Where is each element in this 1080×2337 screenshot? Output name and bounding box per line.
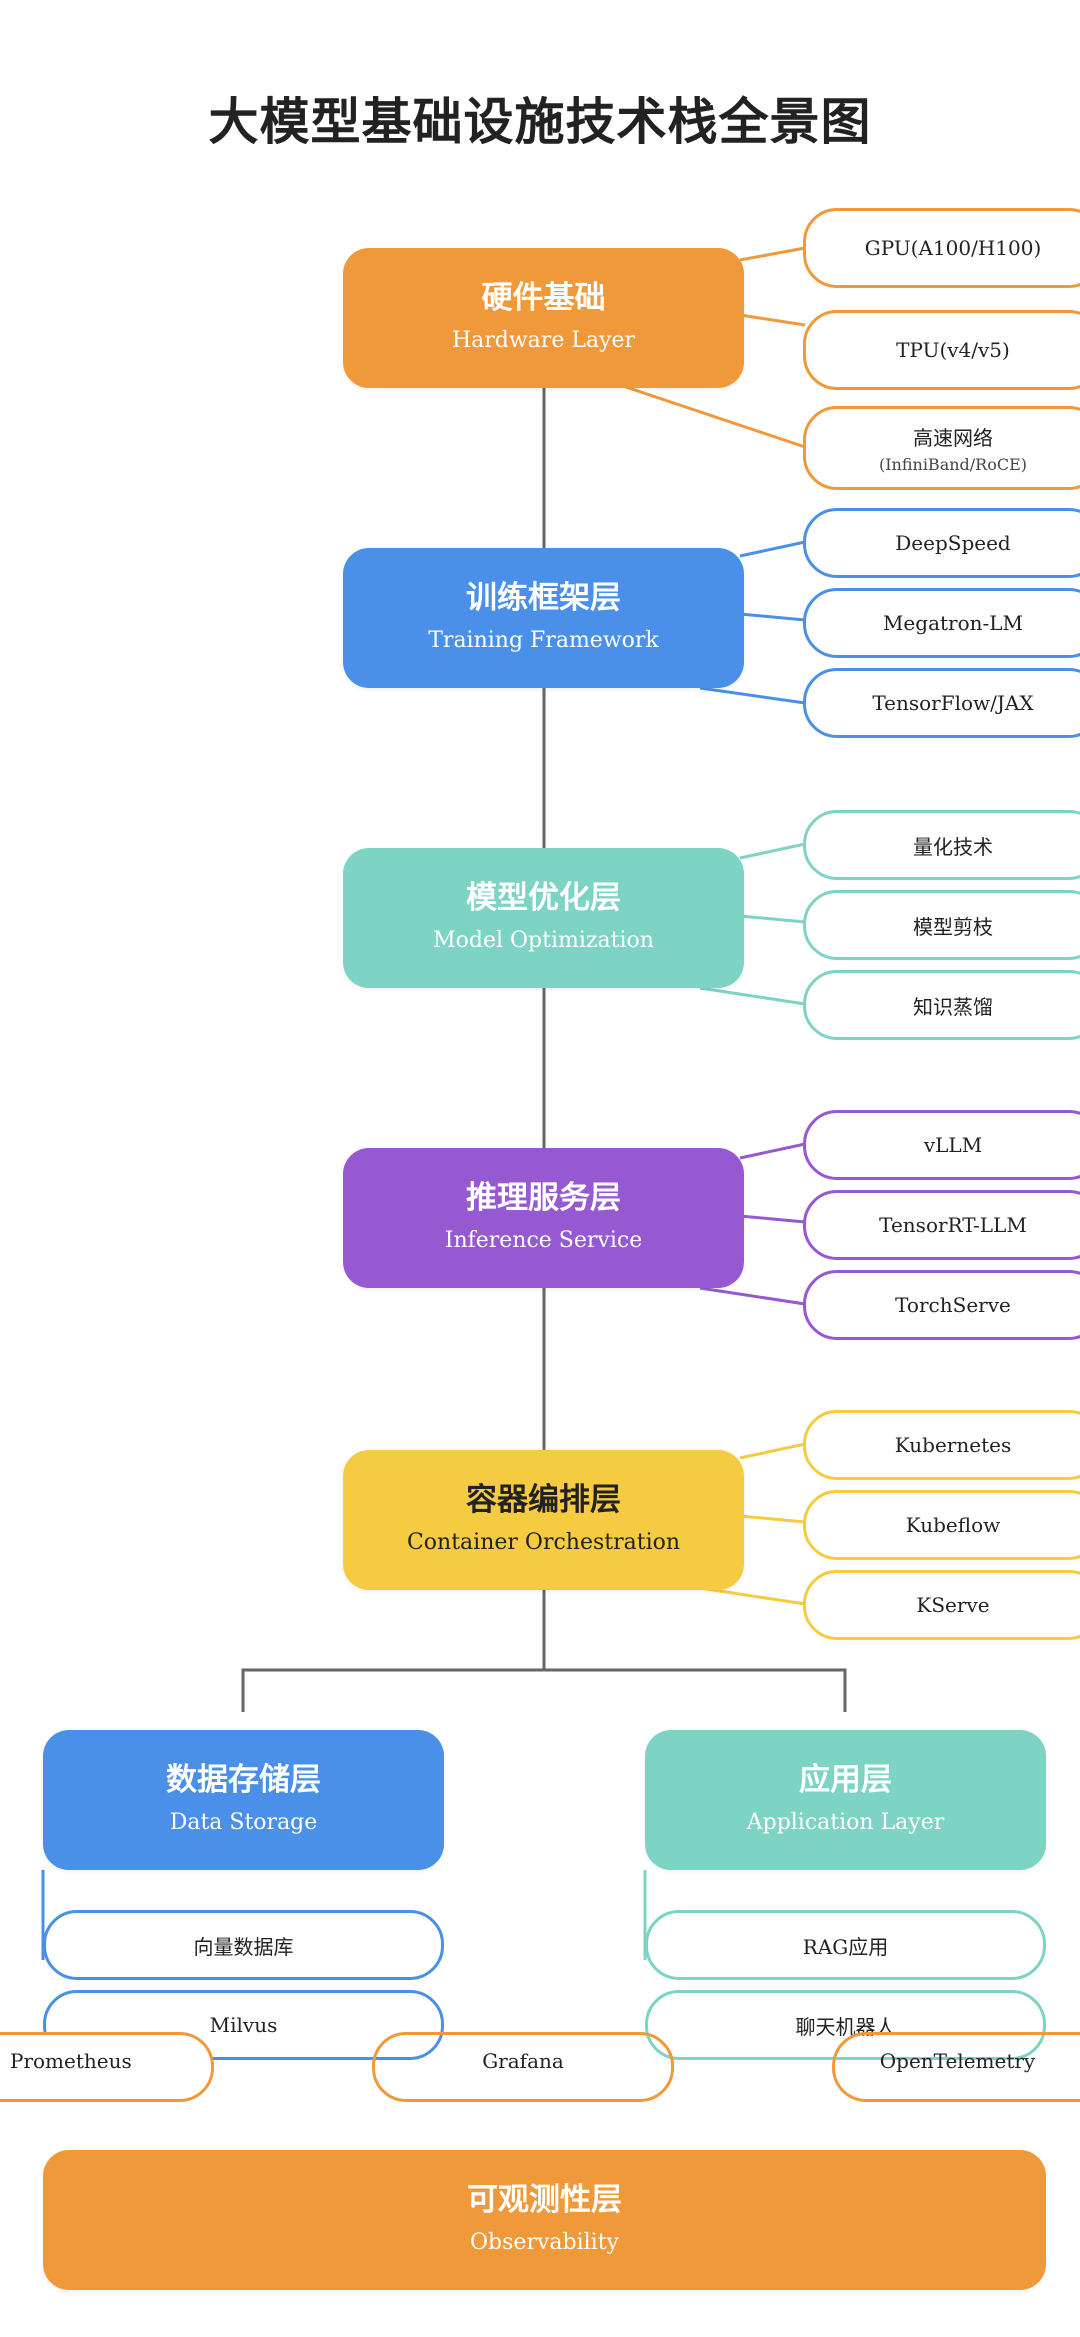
layer-title-zh: 容器编排层 (466, 1482, 621, 1518)
inference-item-tensorrt: TensorRT-LLM (803, 1190, 1080, 1260)
container-link-3 (699, 1586, 806, 1606)
training-item-deepspeed: DeepSpeed (803, 508, 1080, 578)
hardware-link-3 (619, 383, 806, 449)
inference-link-3 (699, 1286, 806, 1306)
inference-layer-box: 推理服务层 Inference Service (343, 1148, 744, 1288)
layer-title-en: Container Orchestration (406, 1530, 681, 1555)
layer-title-en: Inference Service (444, 1228, 643, 1253)
hardware-layer-box: 硬件基础 Hardware Layer (343, 248, 744, 388)
container-item-kserve: KServe (803, 1570, 1080, 1640)
container-link-2 (739, 1514, 806, 1524)
branch-line (241, 1668, 847, 1712)
application-item-rag: RAG应用 (645, 1910, 1046, 1980)
inference-link-1 (739, 1142, 806, 1160)
layer-title-en: Hardware Layer (451, 328, 636, 353)
container-layer-box: 容器编排层 Container Orchestration (343, 1450, 744, 1590)
observability-item-opentelemetry: OpenTelemetry (832, 2032, 1080, 2102)
layer-title-en: Observability (470, 2230, 619, 2255)
container-link-1 (739, 1442, 806, 1460)
layer-title-en: Data Storage (169, 1810, 318, 1835)
layer-title-zh: 训练框架层 (466, 580, 621, 616)
observability-item-prometheus: Prometheus (0, 2032, 214, 2102)
hardware-item-tpu: TPU(v4/v5) (803, 310, 1080, 390)
training-link-3 (699, 686, 806, 705)
training-item-megatron: Megatron-LM (803, 588, 1080, 658)
application-layer-box: 应用层 Application Layer (645, 1730, 1046, 1870)
inference-item-torchserve: TorchServe (803, 1270, 1080, 1340)
optimization-item-quantization: 量化技术 (803, 810, 1080, 880)
observability-item-grafana: Grafana (372, 2032, 674, 2102)
optimization-item-pruning: 模型剪枝 (803, 890, 1080, 960)
inference-item-vllm: vLLM (803, 1110, 1080, 1180)
optimization-layer-box: 模型优化层 Model Optimization (343, 848, 744, 988)
layer-title-zh: 数据存储层 (166, 1762, 321, 1798)
hardware-link-2 (739, 313, 806, 327)
training-layer-box: 训练框架层 Training Framework (343, 548, 744, 688)
hardware-item-gpu: GPU(A100/H100) (803, 208, 1080, 288)
hardware-item-network: 高速网络 (InfiniBand/RoCE) (803, 406, 1080, 490)
container-item-kubeflow: Kubeflow (803, 1490, 1080, 1560)
storage-layer-box: 数据存储层 Data Storage (43, 1730, 444, 1870)
layer-title-zh: 模型优化层 (466, 880, 621, 916)
container-item-kubernetes: Kubernetes (803, 1410, 1080, 1480)
inference-link-2 (739, 1214, 806, 1224)
optimization-link-2 (739, 914, 806, 924)
training-item-tensorflow: TensorFlow/JAX (803, 668, 1080, 738)
layer-title-zh: 推理服务层 (466, 1180, 621, 1216)
layer-title-en: Application Layer (746, 1810, 945, 1835)
optimization-link-3 (699, 986, 806, 1006)
optimization-item-distillation: 知识蒸馏 (803, 970, 1080, 1040)
page-title: 大模型基础设施技术栈全景图 (208, 93, 872, 151)
layer-title-zh: 可观测性层 (467, 2182, 622, 2218)
optimization-link-1 (739, 842, 806, 860)
training-link-1 (739, 540, 806, 558)
storage-item-vector-db: 向量数据库 (43, 1910, 444, 1980)
layer-title-zh: 硬件基础 (481, 280, 606, 316)
layer-title-en: Model Optimization (433, 928, 654, 953)
training-link-2 (739, 612, 806, 622)
layer-title-zh: 应用层 (799, 1762, 892, 1798)
hardware-link-1 (739, 246, 806, 262)
layer-title-en: Training Framework (428, 628, 659, 653)
observability-layer-box: 可观测性层 Observability (43, 2150, 1046, 2290)
